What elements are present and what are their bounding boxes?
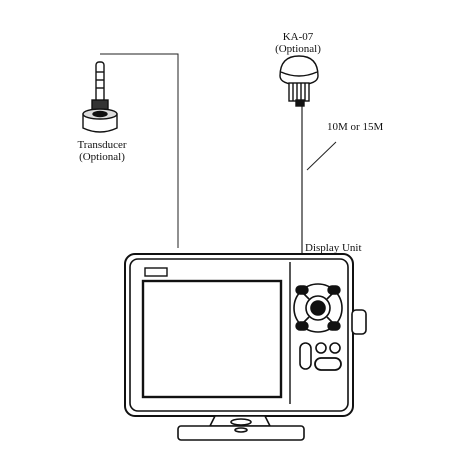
cursor-pad <box>293 283 343 333</box>
display-unit-label: Display Unit <box>305 242 362 254</box>
function-key-bottom-right <box>327 321 341 331</box>
transducer-optional-label: (Optional) <box>79 151 125 163</box>
function-key-top-right <box>327 285 341 295</box>
function-key-top-left <box>295 285 309 295</box>
function-key-bottom-left <box>295 321 309 331</box>
brand-plate <box>144 267 168 277</box>
cable-length-label: 10M or 15M <box>327 121 384 133</box>
display-stand <box>177 415 305 441</box>
transducer-cable <box>100 53 179 248</box>
display-screen <box>141 279 283 399</box>
power-key <box>314 357 342 371</box>
antenna-optional-label: (Optional) <box>275 43 321 55</box>
cable-length-leader <box>306 141 337 171</box>
antenna-label: KA-07 <box>282 31 314 43</box>
transducer-label: Transducer <box>77 139 127 151</box>
round-key-2 <box>329 342 341 354</box>
long-key-left <box>299 342 312 370</box>
transducer-icon <box>82 61 118 133</box>
antenna-icon <box>279 55 319 107</box>
round-key-1 <box>315 342 327 354</box>
